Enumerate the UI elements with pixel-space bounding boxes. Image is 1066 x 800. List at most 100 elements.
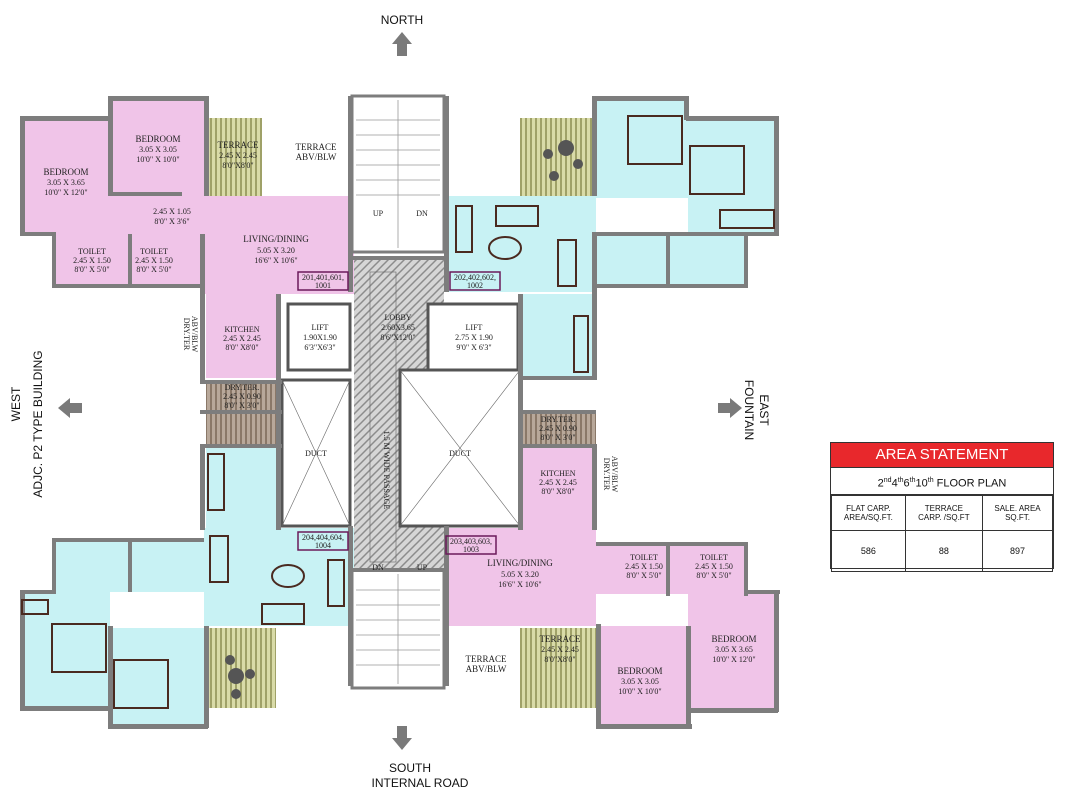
svg-text:5.05 X 3.20: 5.05 X 3.20 xyxy=(501,570,539,579)
svg-text:10'0" X 10'0": 10'0" X 10'0" xyxy=(136,155,179,164)
sw-living-zone xyxy=(204,528,354,626)
svg-text:6'3"X6'3": 6'3"X6'3" xyxy=(304,343,335,352)
east-arrow-icon xyxy=(718,398,742,418)
svg-text:3.05 X 3.65: 3.05 X 3.65 xyxy=(47,178,85,187)
lift-left xyxy=(286,302,352,372)
value-flat-carpet: 586 xyxy=(831,530,906,572)
svg-text:10'0" X 12'0": 10'0" X 12'0" xyxy=(712,655,755,664)
svg-text:3.05 X 3.05: 3.05 X 3.05 xyxy=(621,677,659,686)
svg-text:DRY.TER.: DRY.TER. xyxy=(225,383,260,392)
west-arrow-icon xyxy=(58,398,82,418)
svg-text:204,404,604,: 204,404,604, xyxy=(302,533,344,542)
svg-text:2.45 X 1.50: 2.45 X 1.50 xyxy=(73,256,111,265)
room-labels: BEDROOM 3.05 X 3.65 10'0" X 12'0" BEDROO… xyxy=(43,134,756,696)
value-sale-area: 897 xyxy=(982,530,1053,572)
nw-living-zone xyxy=(204,196,354,294)
sw-dry-ter-zone xyxy=(206,414,280,448)
sw-kitchen-zone xyxy=(206,448,280,528)
svg-text:16'6" X 10'6": 16'6" X 10'6" xyxy=(498,580,541,589)
svg-text:2.75 X 1.90: 2.75 X 1.90 xyxy=(455,333,493,342)
se-living-name: LIVING/DINING xyxy=(487,558,553,568)
svg-text:9'0" X 6'3": 9'0" X 6'3" xyxy=(456,343,491,352)
svg-text:2.45 X 1.50: 2.45 X 1.50 xyxy=(135,256,173,265)
se-toilet-zone xyxy=(596,544,746,594)
north-arrow-icon xyxy=(392,32,412,56)
svg-text:1.5 M WIDE PASSAGE: 1.5 M WIDE PASSAGE xyxy=(382,431,391,510)
stair-treads xyxy=(356,100,440,684)
svg-text:1.90X1.90: 1.90X1.90 xyxy=(303,333,337,342)
nw-terrace-name: TERRACE xyxy=(217,140,259,150)
svg-text:16'6" X 10'6": 16'6" X 10'6" xyxy=(254,256,297,265)
svg-text:2.45 X 1.50: 2.45 X 1.50 xyxy=(625,562,663,571)
svg-text:202,402,602,: 202,402,602, xyxy=(454,273,496,282)
svg-text:3.05 X 3.05: 3.05 X 3.05 xyxy=(139,145,177,154)
ne-bedroom2-zone xyxy=(688,118,778,234)
se-terrace-name: TERRACE xyxy=(539,634,581,644)
svg-text:DRY.TER: DRY.TER xyxy=(602,458,611,491)
svg-text:1002: 1002 xyxy=(467,281,483,290)
south-label-2: INTERNAL ROAD xyxy=(372,776,469,790)
svg-text:TOILET: TOILET xyxy=(700,553,728,562)
east-label-2: FOUNTAIN xyxy=(742,380,756,440)
nw-living-name: LIVING/DINING xyxy=(243,234,309,244)
svg-text:2.45 X 2.45: 2.45 X 2.45 xyxy=(219,151,257,160)
svg-text:8'0" X 3'0": 8'0" X 3'0" xyxy=(224,401,259,410)
svg-text:10'0" X 10'0": 10'0" X 10'0" xyxy=(618,687,661,696)
svg-text:2.45 X 0.90: 2.45 X 0.90 xyxy=(539,424,577,433)
nw-bedroom-large-zone xyxy=(22,118,110,236)
svg-text:LIFT: LIFT xyxy=(466,323,483,332)
nw-kitchen-zone xyxy=(206,294,280,378)
svg-text:DUCT: DUCT xyxy=(305,449,327,458)
nw-dry-ter-zone xyxy=(206,380,280,414)
svg-text:8'0" X 5'0": 8'0" X 5'0" xyxy=(626,571,661,580)
sw-bedroom2-zone xyxy=(112,628,204,724)
svg-text:8'6"X12'0": 8'6"X12'0" xyxy=(380,333,415,342)
svg-text:LIFT: LIFT xyxy=(312,323,329,332)
se-bedroom-large-name: BEDROOM xyxy=(711,634,756,644)
svg-text:8'0"X8'0": 8'0"X8'0" xyxy=(222,161,253,170)
svg-text:DN: DN xyxy=(372,563,384,572)
svg-text:3.05 X 3.65: 3.05 X 3.65 xyxy=(715,645,753,654)
floor-plan-label: 2nd4th6th10th FLOOR PLAN xyxy=(831,468,1053,495)
svg-text:DUCT: DUCT xyxy=(449,449,471,458)
east-label-1: EAST xyxy=(757,394,771,426)
value-terrace-carpet: 88 xyxy=(904,530,984,572)
se-living-zone xyxy=(444,528,596,626)
west-label-1: WEST xyxy=(9,386,23,421)
svg-text:5.05 X 3.20: 5.05 X 3.20 xyxy=(257,246,295,255)
svg-text:ABV/BLW: ABV/BLW xyxy=(190,316,199,353)
se-kitchen-zone xyxy=(522,448,596,528)
svg-text:TERRACE: TERRACE xyxy=(295,142,337,152)
svg-text:ABV/BLW: ABV/BLW xyxy=(466,664,507,674)
svg-text:8'0" X8'0": 8'0" X8'0" xyxy=(225,343,258,352)
se-terrace-zone xyxy=(520,628,596,708)
walls xyxy=(20,96,780,729)
svg-text:2.45 X 1.50: 2.45 X 1.50 xyxy=(695,562,733,571)
nw-bedroom-small-zone xyxy=(112,100,204,194)
se-bedroom-small-zone xyxy=(598,626,688,726)
svg-text:TOILET: TOILET xyxy=(630,553,658,562)
svg-text:2.45 X 2.45: 2.45 X 2.45 xyxy=(541,645,579,654)
svg-text:8'0" X 5'0": 8'0" X 5'0" xyxy=(136,265,171,274)
nw-terrace-zone xyxy=(206,118,262,198)
svg-text:8'0" X 3'0": 8'0" X 3'0" xyxy=(540,433,575,442)
ne-terrace-zone xyxy=(520,118,596,198)
nw-bedroom-small-name: BEDROOM xyxy=(135,134,180,144)
svg-text:2.45 X 0.90: 2.45 X 0.90 xyxy=(223,392,261,401)
svg-text:2.45 X 2.45: 2.45 X 2.45 xyxy=(539,478,577,487)
svg-text:1003: 1003 xyxy=(463,545,479,554)
furniture xyxy=(21,115,775,709)
svg-text:TOILET: TOILET xyxy=(78,247,106,256)
se-bedroom-small-name: BEDROOM xyxy=(617,666,662,676)
svg-text:2.45 X 2.45: 2.45 X 2.45 xyxy=(223,334,261,343)
svg-text:8'0" X 5'0": 8'0" X 5'0" xyxy=(74,265,109,274)
svg-text:ABV/BLW: ABV/BLW xyxy=(610,456,619,493)
sw-bedroom-zone xyxy=(22,592,110,710)
svg-text:1001: 1001 xyxy=(315,281,331,290)
svg-text:8'0"X8'0": 8'0"X8'0" xyxy=(544,655,575,664)
svg-text:10'0" X 12'0": 10'0" X 12'0" xyxy=(44,188,87,197)
